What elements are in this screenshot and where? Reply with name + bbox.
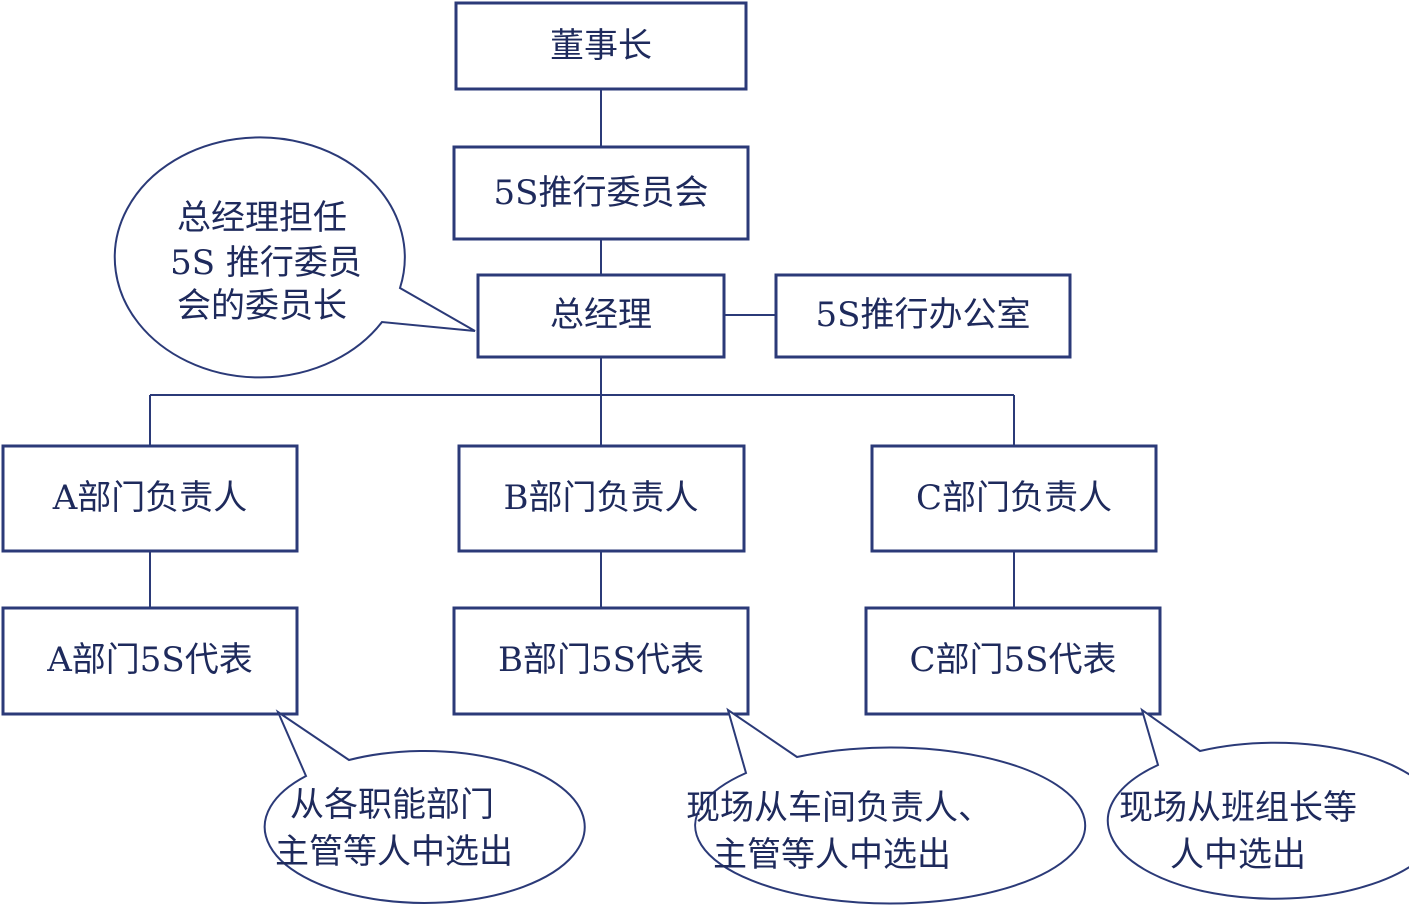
node-gm-label: 总经理 [550, 295, 652, 335]
callout-dept-a-line-2: 主管等人中选出 [275, 832, 513, 872]
node-committee: 5S推行委员会 [452, 145, 750, 241]
callout-gm-line-3: 会的委员长 [177, 286, 347, 326]
callout-gm-line-2: 5S 推行委员 [170, 243, 362, 283]
node-dept-b-head: B部门负责人 [457, 444, 746, 553]
callout-dept-a: 从各职能部门 主管等人中选出 [263, 709, 586, 904]
node-dept-b-rep-label: B部门5S代表 [498, 640, 704, 680]
node-dept-c-head-label: C部门负责人 [916, 478, 1112, 518]
callout-dept-b-line-2: 主管等人中选出 [713, 835, 951, 875]
callout-dept-c: 现场从班组长等 人中选出 [1106, 707, 1409, 900]
node-dept-b-head-label: B部门负责人 [504, 478, 699, 518]
callout-dept-c-line-1: 现场从班组长等 [1119, 788, 1357, 828]
node-dept-b-rep: B部门5S代表 [452, 606, 750, 716]
callout-gm: 总经理担任 5S 推行委员 会的委员长 [113, 136, 476, 379]
callout-gm-line-1: 总经理担任 [177, 198, 347, 238]
node-dept-c-rep: C部门5S代表 [864, 606, 1162, 716]
callout-dept-a-line-1: 从各职能部门 [290, 785, 494, 825]
node-dept-c-head: C部门负责人 [870, 444, 1158, 553]
node-chairman-label: 董事长 [550, 26, 652, 66]
callout-dept-b: 现场从车间负责人、 主管等人中选出 [686, 707, 1087, 905]
node-dept-a-head-label: A部门负责人 [52, 478, 248, 518]
node-dept-a-head: A部门负责人 [1, 444, 299, 553]
node-office: 5S推行办公室 [774, 273, 1072, 359]
node-chairman: 董事长 [454, 1, 748, 91]
node-committee-label: 5S推行委员会 [494, 173, 709, 213]
connectors [149, 89, 1015, 608]
node-gm: 总经理 [476, 273, 726, 359]
node-dept-a-rep: A部门5S代表 [1, 606, 299, 716]
callout-dept-c-line-2: 人中选出 [1170, 835, 1306, 875]
node-dept-c-rep-label: C部门5S代表 [910, 640, 1117, 680]
node-office-label: 5S推行办公室 [816, 295, 1031, 335]
node-dept-a-rep-label: A部门5S代表 [46, 640, 252, 680]
callout-dept-b-line-1: 现场从车间负责人、 [686, 788, 992, 828]
